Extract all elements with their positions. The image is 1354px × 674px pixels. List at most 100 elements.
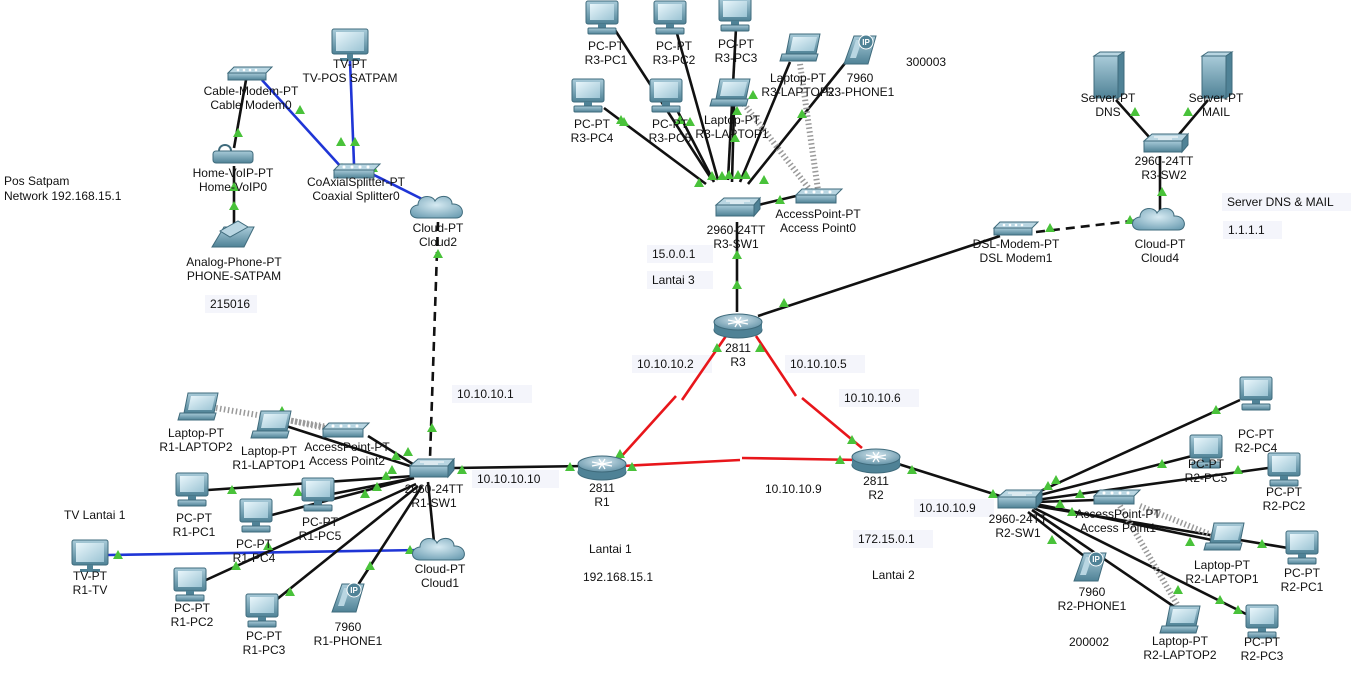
device-type-label: PC-PT [1266, 485, 1303, 499]
device-phsat[interactable] [211, 220, 255, 248]
device-type-label: Laptop-PT [1152, 634, 1209, 648]
note-box [472, 470, 559, 488]
link-light [619, 117, 629, 126]
device-r2lap2[interactable] [1159, 605, 1201, 634]
device-r1pc4[interactable] [239, 498, 273, 533]
device-dns[interactable] [1092, 51, 1126, 99]
device-cs0[interactable] [332, 163, 382, 179]
device-name-label: R3-PC2 [653, 53, 696, 67]
device-type-label: Cloud-PT [415, 562, 466, 576]
link-cloud2-r1sw1 [428, 221, 440, 459]
device-type-label: Laptop-PT [1194, 558, 1251, 572]
device-ap2[interactable] [321, 422, 371, 438]
device-voip0[interactable] [212, 144, 254, 164]
link-r2sw-pc5 [1035, 454, 1193, 498]
device-r2lap1[interactable] [1203, 522, 1245, 551]
device-name-label: R1-SW1 [411, 496, 457, 510]
device-cloud2[interactable] [410, 196, 463, 219]
device-r2pc2[interactable] [1267, 452, 1301, 487]
note-ip_15001: 15.0.0.1 [652, 247, 696, 261]
link-light [1157, 459, 1167, 468]
device-r2pc5[interactable] [1189, 434, 1223, 469]
device-tvpos[interactable] [331, 28, 369, 61]
device-r3sw2[interactable] [1142, 132, 1190, 154]
device-r3lap1[interactable] [709, 78, 751, 107]
link-light [1047, 535, 1057, 544]
device-r3[interactable] [713, 313, 763, 339]
link-r2lap1-w [1138, 503, 1216, 539]
note-num_200002: 200002 [1069, 635, 1109, 649]
device-type-label: 7960 [1079, 585, 1106, 599]
device-r1tv[interactable] [71, 539, 109, 572]
device-name-label: R3-PC4 [571, 131, 614, 145]
device-type-label: PC-PT [574, 117, 611, 131]
device-r1pc5[interactable] [301, 477, 335, 512]
link-light [387, 465, 397, 474]
device-r2phone1[interactable]: IP [1073, 551, 1107, 582]
device-r2pc1[interactable] [1285, 530, 1319, 565]
device-name-label: DSL Modem1 [980, 251, 1053, 265]
device-cloud1[interactable] [412, 538, 465, 561]
note-ip_172: 172.15.0.1 [858, 532, 915, 546]
link-light [113, 550, 123, 559]
link-light [227, 485, 237, 494]
device-name-label: DNS [1095, 105, 1120, 119]
device-r2[interactable] [851, 448, 901, 474]
device-r1sw1[interactable] [408, 457, 456, 479]
device-type-label: Laptop-PT [241, 444, 298, 458]
link-r3phone1 [746, 61, 848, 185]
link-cs0-cloud2 [371, 172, 425, 202]
link-light [675, 115, 685, 124]
device-r3lap2[interactable] [779, 33, 821, 62]
device-r2pc3[interactable] [1245, 604, 1279, 639]
device-name-label: R2-PC4 [1235, 441, 1278, 455]
device-type-label: 2960-24TT [1135, 154, 1194, 168]
link-r1pc2-sw [205, 482, 417, 582]
link-r1lap1-sw [285, 424, 417, 470]
device-r3pc5[interactable] [649, 78, 683, 113]
device-dsl1[interactable] [992, 221, 1040, 236]
device-r1pc2[interactable] [173, 567, 207, 602]
link-light [372, 482, 382, 491]
link-light [1173, 585, 1183, 594]
device-type-label: 2811 [725, 341, 751, 355]
device-name-label: R2-PHONE1 [1058, 599, 1127, 613]
device-r3pc4[interactable] [571, 78, 605, 113]
device-r3phone1[interactable]: IP [843, 34, 877, 65]
device-type-label: PC-PT [176, 511, 213, 525]
device-mail[interactable] [1200, 51, 1234, 99]
device-r1lap1[interactable] [250, 410, 292, 439]
link-light [1075, 489, 1085, 498]
device-r2sw1[interactable] [996, 488, 1044, 510]
device-r1pc1[interactable] [175, 472, 209, 507]
device-r3sw1[interactable] [714, 196, 762, 218]
link-r2lap2-w [1117, 504, 1181, 608]
device-r1lap2[interactable] [177, 392, 219, 421]
note-net_192: 192.168.15.1 [583, 570, 653, 584]
link-light [457, 465, 467, 474]
device-ap0[interactable] [794, 188, 844, 204]
note-pos_satpam: Pos Satpam [4, 174, 69, 188]
device-type-label: Server-PT [1081, 91, 1136, 105]
link-r2sw-pc3 [1033, 506, 1251, 618]
link-light [724, 170, 734, 179]
device-r2pc4[interactable] [1239, 376, 1273, 411]
device-r3pc3[interactable] [718, 0, 752, 32]
device-ap1[interactable] [1092, 489, 1142, 505]
device-name-label: R3-PC5 [649, 131, 692, 145]
device-r3pc2[interactable] [653, 0, 687, 35]
device-type-label: Cable-Modem-PT [204, 84, 299, 98]
link-light [1183, 107, 1193, 116]
device-cm0[interactable] [226, 66, 274, 81]
note-lantai2: Lantai 2 [872, 568, 915, 582]
device-type-label: Cloud-PT [1135, 237, 1186, 251]
device-name-label: Cable Modem0 [210, 98, 292, 112]
device-cloud4[interactable] [1132, 208, 1185, 231]
link-light [615, 449, 625, 458]
device-name-label: TV-POS SATPAM [303, 71, 398, 85]
device-r1phone1[interactable]: IP [331, 582, 365, 613]
device-r1pc3[interactable] [245, 593, 279, 628]
device-r1[interactable] [577, 455, 627, 481]
device-name-label: Cloud1 [421, 576, 459, 590]
device-r3pc1[interactable] [585, 0, 619, 35]
